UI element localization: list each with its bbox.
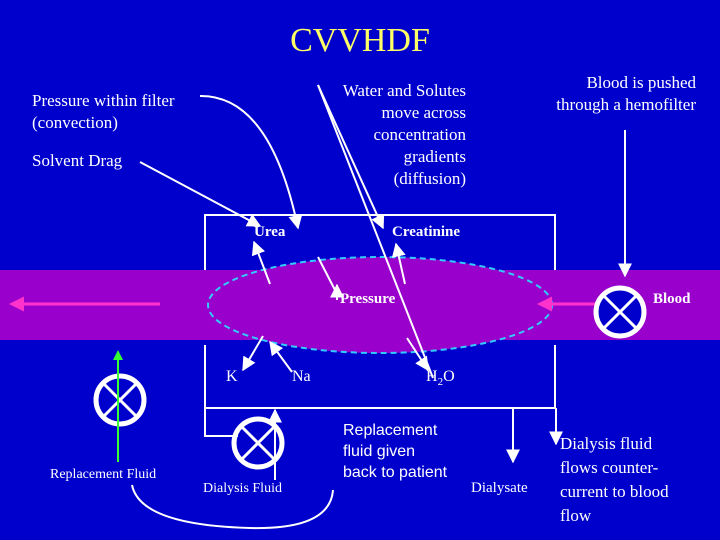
filter-housing-bottom	[204, 345, 556, 409]
dialysis-fluid-label: Dialysis Fluid	[203, 481, 282, 496]
diffusion-pointer-left	[317, 84, 385, 230]
replacement-fluid-label: Replacement Fluid	[50, 467, 157, 482]
replacement-return-curve	[131, 484, 334, 530]
solvent-drag-pointer	[139, 161, 262, 227]
blood-pushed-label: Blood is pushed through a hemofilter	[556, 73, 696, 114]
solvent-drag-label: Solvent Drag	[32, 151, 123, 170]
dialysis-counter-label: Dialysis fluid flows counter- current to…	[560, 434, 669, 525]
dialysis-fluid-valve	[231, 416, 285, 470]
na-arrow	[269, 340, 293, 373]
pressure-within-filter-label: Pressure within filter (convection)	[32, 91, 175, 132]
pressure-pointer	[199, 94, 303, 230]
creatinine-arrow	[391, 242, 406, 285]
h2o-label: H2O	[426, 368, 455, 389]
pressure-side-arrow	[317, 256, 337, 293]
page-title: CVVHDF	[290, 22, 430, 59]
blood-label: Blood	[653, 291, 691, 307]
water-solutes-diagonal	[317, 84, 434, 379]
dialysis-inlet-pipe	[204, 408, 238, 437]
h2o-arrow	[406, 337, 429, 372]
na-label: Na	[292, 368, 311, 385]
urea-label: Urea	[254, 224, 286, 240]
replacement-fluid-valve	[93, 373, 147, 427]
water-solutes-label: Water and Solutes move across concentrat…	[342, 81, 466, 188]
k-arrow	[242, 335, 264, 372]
blood-pump-valve	[593, 285, 647, 339]
replacement-given-label: Replacement fluid given back to patient	[343, 422, 448, 481]
urea-arrow	[251, 240, 271, 285]
k-label: K	[226, 368, 238, 385]
pressure-label: Pressure	[340, 291, 396, 307]
dialysate-label: Dialysate	[471, 480, 528, 496]
creatinine-label: Creatinine	[392, 224, 461, 240]
